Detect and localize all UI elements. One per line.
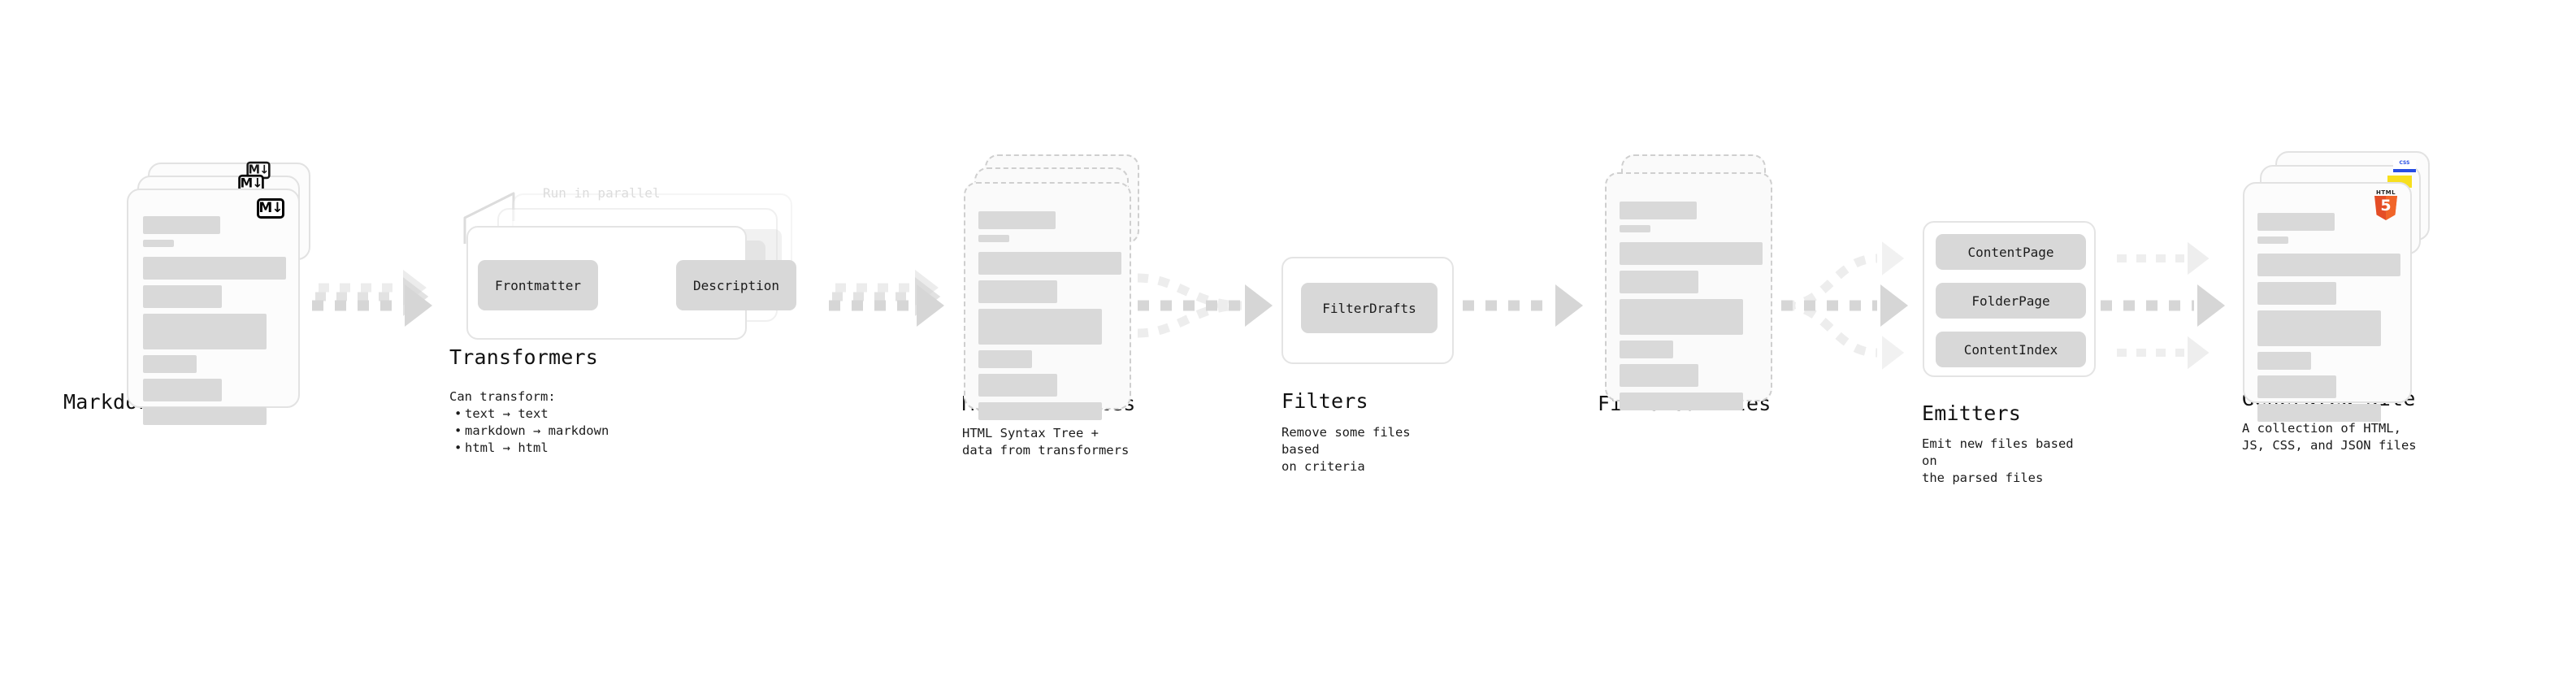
arrow-emitters-to-site (2101, 241, 2225, 370)
skeleton-line (978, 309, 1102, 345)
skeleton-line (143, 355, 197, 373)
markdown-icon: M↓ (246, 161, 271, 180)
skeleton-line (1620, 242, 1763, 265)
html5-badge-label: HTML (2375, 189, 2396, 196)
skeleton-line (1620, 299, 1743, 335)
skeleton-line (1620, 340, 1673, 358)
skeleton-line (143, 285, 222, 308)
list-item: html → html (454, 440, 609, 457)
transformers-bullet-list: text → text markdown → markdown html → h… (449, 406, 609, 457)
generated-site-stack[interactable]: CSS HTML 5 (2243, 151, 2446, 422)
html5-badge-glyph: 5 (2380, 197, 2392, 215)
stage-generated-site: CSS HTML 5 Generated Site A collection o… (2242, 151, 2446, 453)
filtered-file-stack[interactable] (1605, 154, 1792, 414)
html5-badge: HTML 5 (2373, 189, 2399, 220)
site-skeleton (2257, 213, 2400, 427)
transformer-pill-frontmatter[interactable]: Frontmatter (478, 260, 598, 310)
skeleton-line (1620, 393, 1743, 410)
skeleton-line (143, 257, 286, 280)
arrow-filters-to-filtered (1463, 284, 1583, 327)
run-in-parallel-label: Run in parallel (543, 185, 661, 201)
stage-emitters: ContentPage FolderPage ContentIndex Emit… (1922, 221, 2096, 485)
skeleton-line (978, 252, 1121, 275)
skeleton-line (143, 379, 222, 401)
skeleton-line (2257, 352, 2311, 370)
skeleton-line (2257, 375, 2336, 398)
skeleton-line (2257, 236, 2288, 244)
skeleton-line (978, 235, 1009, 242)
transformers-desc-heading: Can transform: (449, 389, 556, 404)
skeleton-line (2257, 310, 2381, 346)
stage-filtered-files: Filtered files (1598, 154, 1792, 415)
filtered-skeleton (1620, 202, 1763, 416)
page-title-filters: Filters (1281, 389, 1368, 413)
css-badge: CSS (2393, 160, 2416, 172)
skeleton-line (143, 240, 174, 247)
skeleton-line (2257, 213, 2335, 231)
list-item: text → text (454, 406, 609, 423)
filter-pill-filterdrafts[interactable]: FilterDrafts (1301, 283, 1438, 333)
skeleton-line (2257, 254, 2400, 276)
modified-skeleton (978, 211, 1121, 426)
markdown-icon: M↓ (257, 198, 284, 219)
emitters-box[interactable]: ContentPage FolderPage ContentIndex (1923, 221, 2096, 377)
skeleton-line (143, 216, 220, 234)
stage-transformers: Frontmatter Description Run in parallel … (449, 163, 878, 457)
modified-files-desc: HTML Syntax Tree + data from transformer… (962, 426, 1130, 458)
skeleton-line (143, 407, 267, 425)
skeleton-line (1620, 271, 1698, 293)
filters-desc: Remove some files based on criteria (1281, 425, 1411, 474)
markdown-skeleton (143, 216, 286, 431)
page-title-transformers: Transformers (449, 345, 599, 369)
filters-box[interactable]: FilterDrafts (1281, 257, 1454, 364)
arrow-filtered-to-emitters (1781, 241, 1908, 370)
emitter-pill-contentindex[interactable]: ContentIndex (1936, 332, 2086, 367)
skeleton-line (2257, 404, 2381, 422)
modified-file-stack[interactable] (964, 154, 1159, 420)
list-item: markdown → markdown (454, 423, 609, 440)
skeleton-line (978, 350, 1032, 368)
emitter-pill-contentpage[interactable]: ContentPage (1936, 234, 2086, 270)
arrow-markdown-to-transformers (312, 269, 432, 327)
skeleton-line (978, 374, 1057, 397)
markdown-file-stack[interactable]: M↓ M↓ M↓ (127, 161, 322, 425)
emitter-pill-folderpage[interactable]: FolderPage (1936, 283, 2086, 319)
skeleton-line (2257, 282, 2336, 305)
generated-site-desc: A collection of HTML, JS, CSS, and JSON … (2242, 421, 2417, 453)
transformer-pill-description[interactable]: Description (676, 260, 796, 310)
stage-filters: FilterDrafts Filters Remove some files b… (1281, 257, 1454, 474)
skeleton-line (978, 280, 1057, 303)
skeleton-line (1620, 202, 1697, 219)
page-title-emitters: Emitters (1922, 401, 2022, 425)
emitters-desc: Emit new files based on the parsed files (1922, 436, 2074, 485)
html5-shield-icon: 5 (2374, 196, 2397, 220)
stage-markdown-files: M↓ M↓ M↓ Markdown Files (63, 161, 322, 425)
skeleton-line (978, 211, 1056, 229)
skeleton-line (978, 402, 1102, 420)
skeleton-line (1620, 225, 1650, 232)
stage-modified-files: Modified files HTML Syntax Tree + data f… (962, 154, 1159, 458)
skeleton-line (143, 314, 267, 349)
skeleton-line (1620, 364, 1698, 387)
